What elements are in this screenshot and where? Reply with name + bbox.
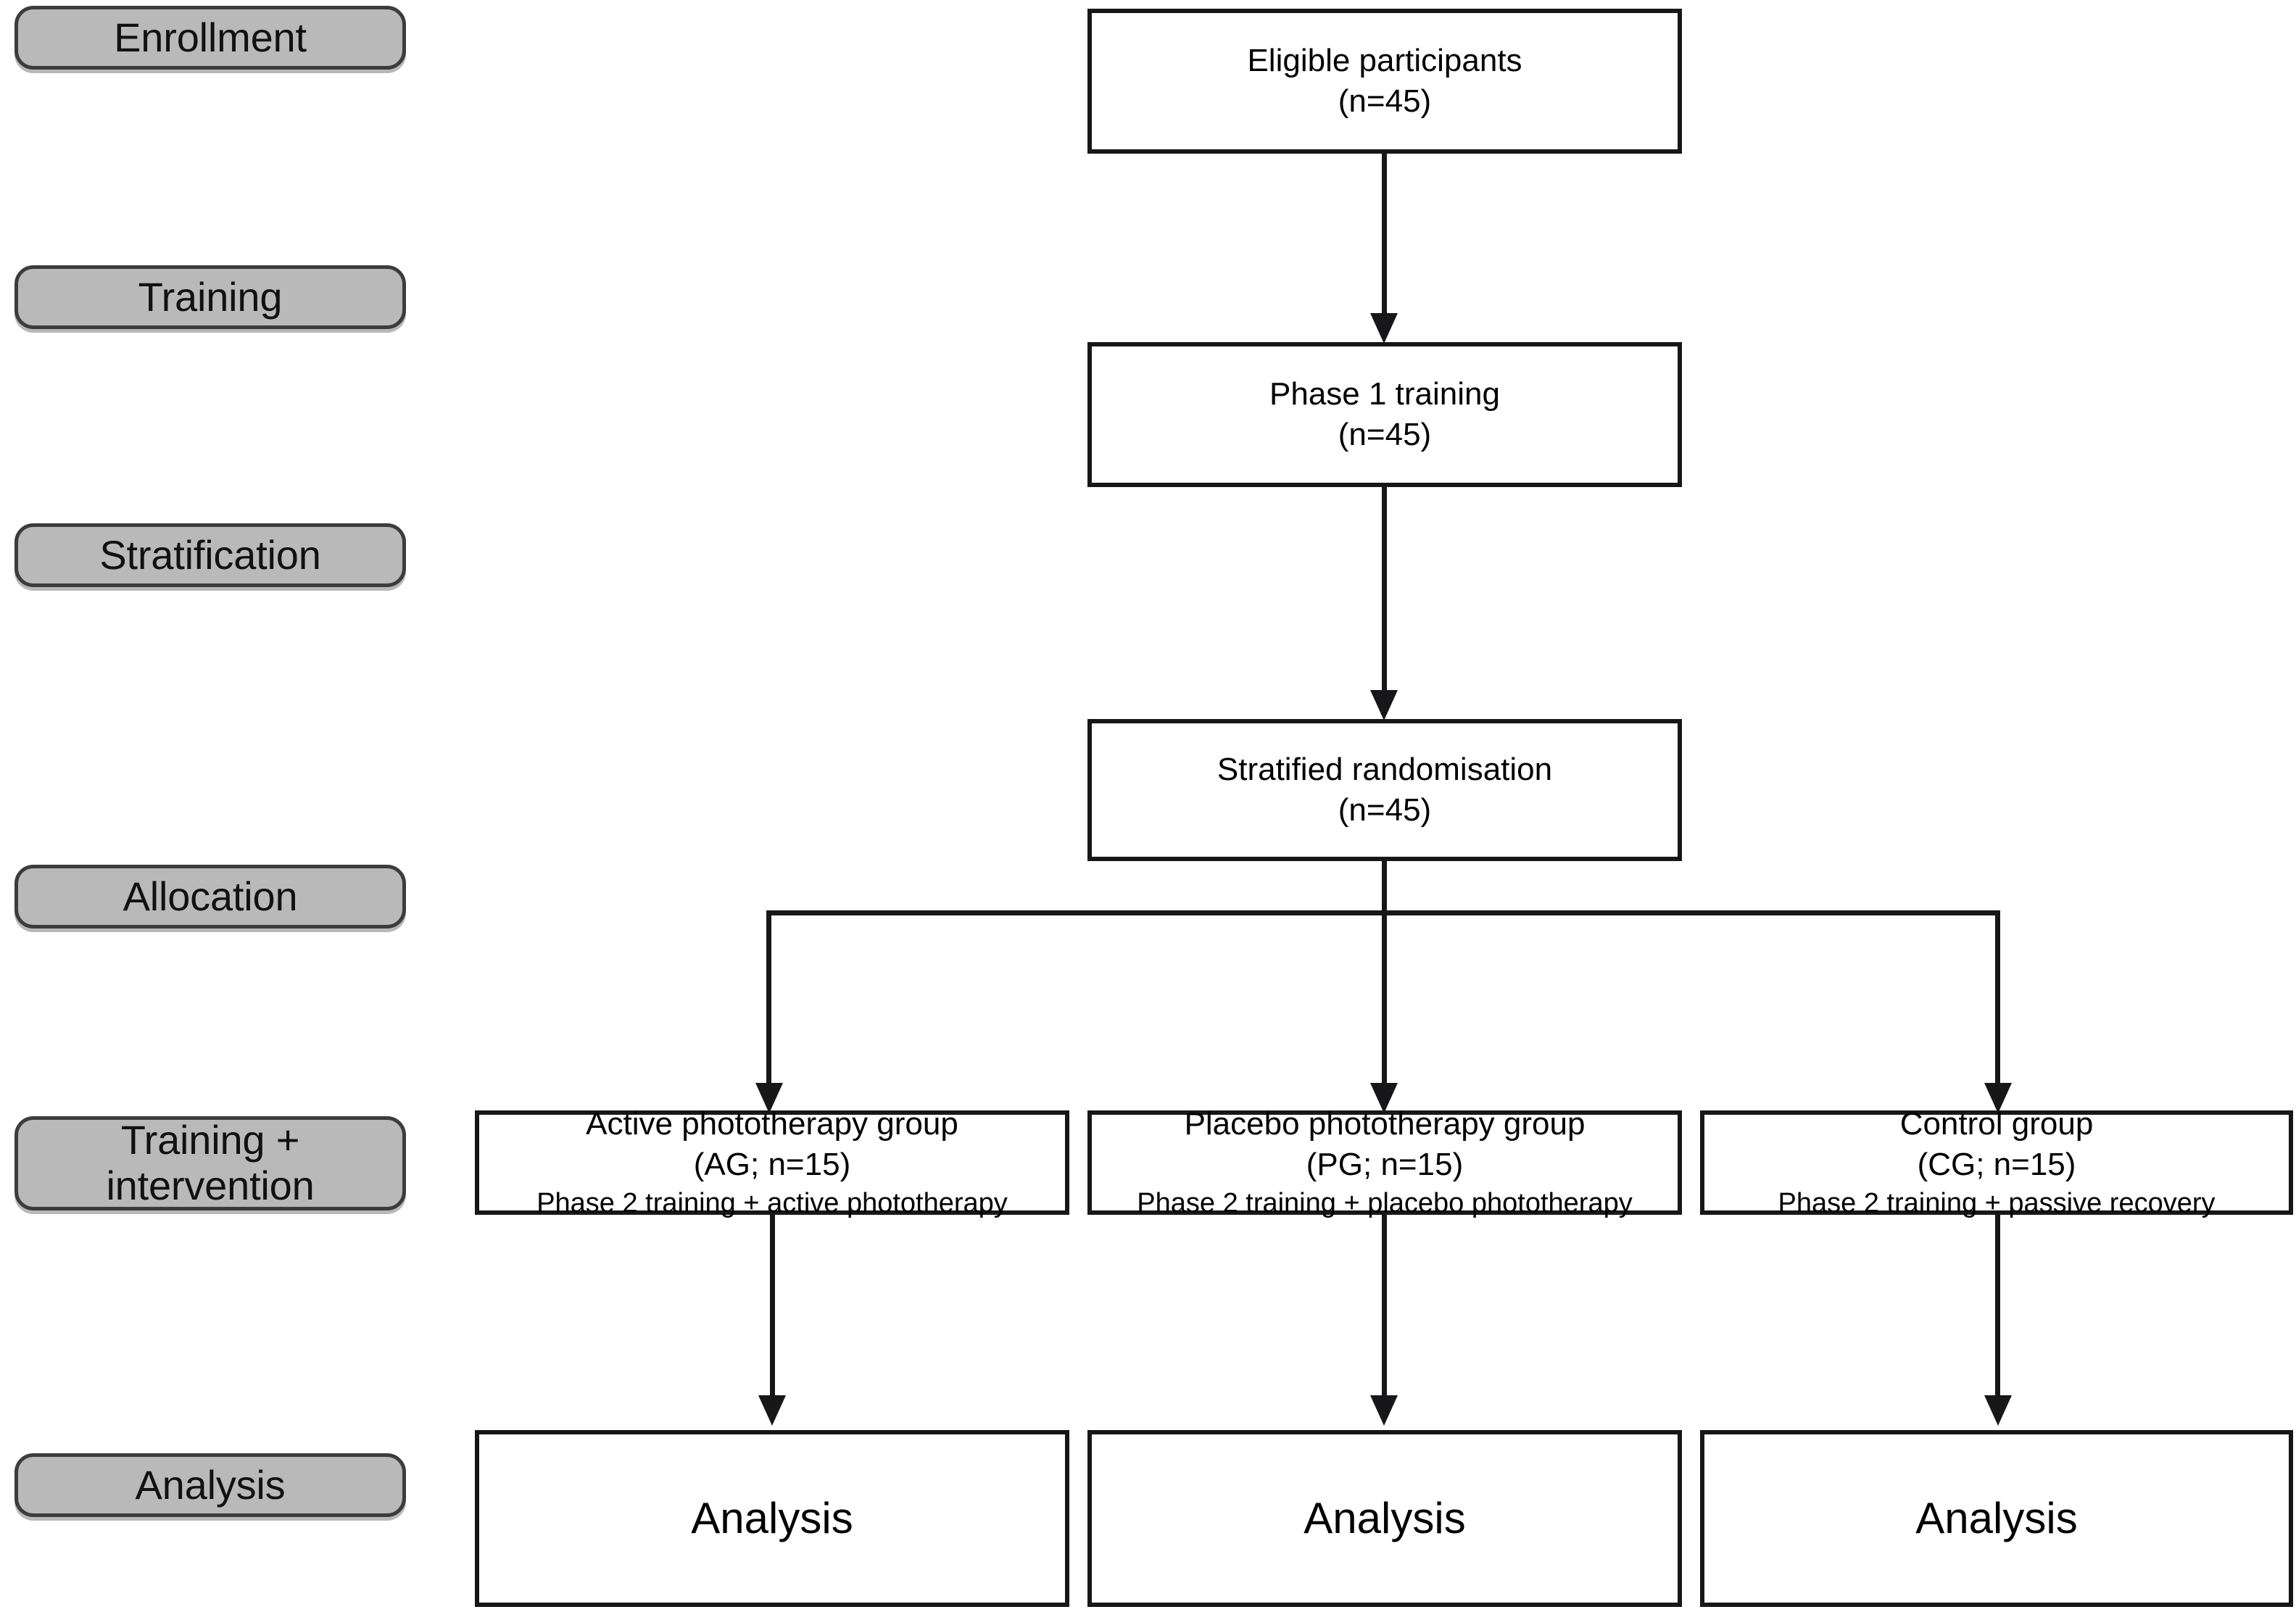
phase-label-enrollment: Enrollment bbox=[14, 6, 406, 70]
node-line-primary: Eligible participants bbox=[1247, 42, 1522, 78]
connector-active-to-analysis bbox=[770, 1215, 775, 1402]
connector-placebo-to-analysis bbox=[1382, 1215, 1387, 1402]
arrow-head-branch-control bbox=[1984, 1083, 2012, 1113]
phase-label-text: Analysis bbox=[135, 1461, 286, 1508]
phase-label-training: Training bbox=[14, 265, 406, 329]
connector-branch-control bbox=[1995, 910, 2000, 1092]
node-eligible-participants: Eligible participants (n=45) bbox=[1087, 9, 1682, 154]
node-analysis-placebo: Analysis bbox=[1087, 1430, 1682, 1607]
node-line-secondary: (PG; n=15) bbox=[1306, 1147, 1464, 1183]
phase-label-text: Enrollment bbox=[114, 14, 307, 60]
arrow-head-placebo-to-analysis bbox=[1370, 1395, 1398, 1426]
phase-label-allocation: Allocation bbox=[14, 865, 406, 928]
node-line-secondary: (n=45) bbox=[1338, 417, 1432, 452]
arrow-head-branch-active bbox=[755, 1083, 783, 1113]
node-line-primary: Phase 1 training bbox=[1269, 375, 1500, 412]
node-line-secondary: (n=45) bbox=[1338, 792, 1432, 828]
node-phase1-training: Phase 1 training (n=45) bbox=[1087, 342, 1682, 487]
node-stratified-randomisation: Stratified randomisation (n=45) bbox=[1087, 719, 1682, 861]
node-line-primary: Analysis bbox=[1915, 1494, 2078, 1542]
connector-phase1-to-randomisation bbox=[1382, 487, 1387, 697]
arrow-head-active-to-analysis bbox=[758, 1395, 786, 1426]
node-control-group: Control group (CG; n=15) Phase 2 trainin… bbox=[1700, 1106, 2293, 1218]
node-active-phototherapy-group: Active phototherapy group (AG; n=15) Pha… bbox=[475, 1106, 1069, 1218]
connector-branch-active bbox=[766, 910, 771, 1092]
phase-label-analysis: Analysis bbox=[14, 1453, 406, 1517]
connector-eligible-to-phase1 bbox=[1382, 154, 1387, 320]
phase-label-text: Training bbox=[138, 273, 283, 320]
arrow-head-phase1-to-randomisation bbox=[1370, 690, 1398, 720]
phase-label-text: Training + intervention bbox=[106, 1117, 315, 1208]
node-analysis-control: Analysis bbox=[1700, 1430, 2293, 1607]
node-line-detail: Phase 2 training + passive recovery bbox=[1778, 1187, 2216, 1218]
phase-label-text: Stratification bbox=[99, 531, 321, 578]
node-line-detail: Phase 2 training + placebo phototherapy bbox=[1137, 1187, 1633, 1218]
arrow-head-branch-placebo bbox=[1370, 1083, 1398, 1113]
node-line-detail: Phase 2 training + active phototherapy bbox=[536, 1187, 1008, 1218]
node-line-primary: Analysis bbox=[1304, 1494, 1466, 1542]
phase-label-training-intervention: Training + intervention bbox=[14, 1116, 406, 1210]
arrow-head-control-to-analysis bbox=[1984, 1395, 2012, 1426]
node-line-primary: Stratified randomisation bbox=[1217, 751, 1553, 787]
phase-label-text: Allocation bbox=[123, 873, 298, 919]
node-line-primary: Active phototherapy group bbox=[586, 1106, 958, 1142]
node-placebo-phototherapy-group: Placebo phototherapy group (PG; n=15) Ph… bbox=[1087, 1106, 1682, 1218]
node-line-primary: Control group bbox=[1899, 1106, 2094, 1142]
node-line-primary: Analysis bbox=[691, 1494, 853, 1542]
node-line-primary: Placebo phototherapy group bbox=[1184, 1106, 1586, 1142]
arrow-head-eligible-to-phase1 bbox=[1370, 313, 1398, 344]
node-line-secondary: (AG; n=15) bbox=[693, 1147, 851, 1183]
node-line-secondary: (n=45) bbox=[1338, 83, 1432, 119]
phase-label-stratification: Stratification bbox=[14, 523, 406, 587]
connector-control-to-analysis bbox=[1995, 1215, 2000, 1402]
connector-branch-placebo bbox=[1382, 910, 1387, 1092]
node-line-secondary: (CG; n=15) bbox=[1917, 1147, 2076, 1183]
connector-randomisation-stem bbox=[1382, 861, 1387, 913]
node-analysis-active: Analysis bbox=[475, 1430, 1069, 1607]
